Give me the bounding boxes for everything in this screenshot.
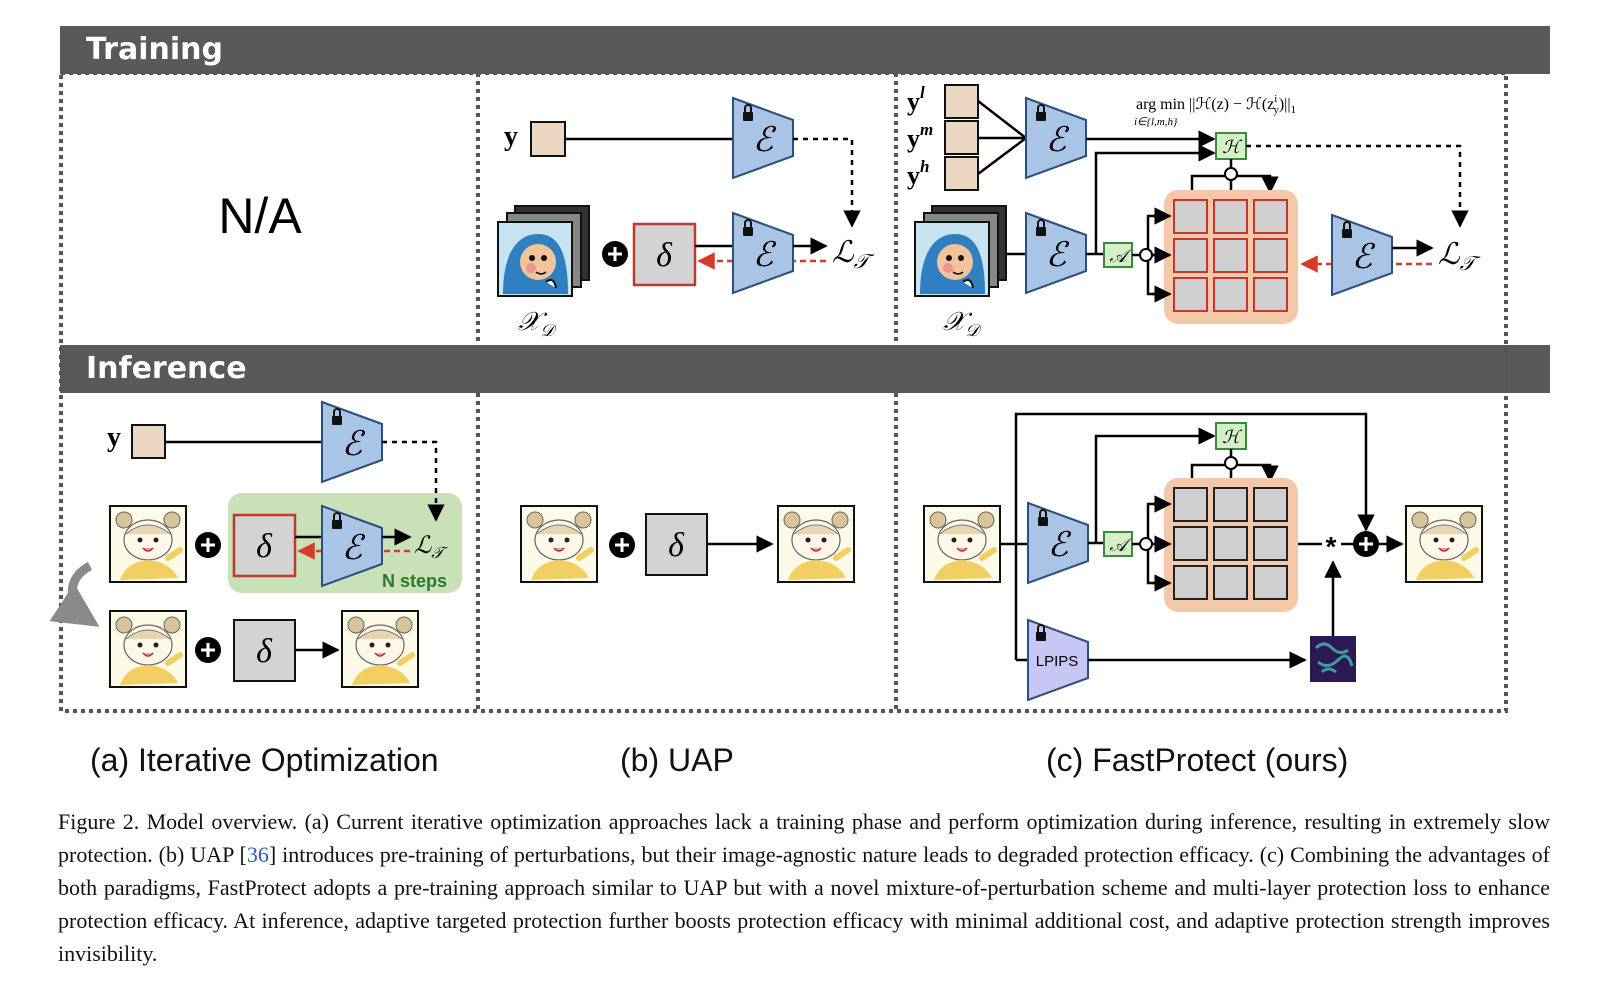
loss-symbol: ℒ𝒯 bbox=[1438, 238, 1482, 275]
hyper-symbol: ℋ bbox=[1222, 137, 1243, 157]
label-y: y bbox=[107, 422, 121, 453]
encoder-symbol: ℰ bbox=[753, 122, 777, 159]
delta-box bbox=[233, 619, 296, 682]
input-image bbox=[521, 506, 597, 582]
n-steps-label: N steps bbox=[382, 571, 447, 591]
delta-symbol: δ bbox=[256, 528, 273, 565]
hyper-symbol: ℋ bbox=[1222, 427, 1243, 447]
argmin-subscript: i∈{l,m,h} bbox=[1134, 116, 1178, 128]
delta-box bbox=[645, 513, 708, 576]
model-overview-diagram: N/A y ℰ 𝒳𝒟 δ ℰ ℒ𝒯 yl ym yh ℰ bbox=[49, 71, 1508, 713]
input-image bbox=[110, 611, 186, 687]
fastprotect-inference: ℰ ℋ 𝒜 * LPIPS bbox=[924, 412, 1482, 702]
protected-image bbox=[1406, 506, 1482, 582]
delta-symbol: δ bbox=[668, 527, 685, 564]
delta-symbol: δ bbox=[656, 237, 673, 274]
iterative-inference: y ℰ δ ℰ ℒ𝒯 N steps δ bbox=[49, 401, 462, 687]
adapter-symbol: 𝒜 bbox=[1109, 535, 1131, 555]
input-image bbox=[110, 506, 186, 582]
uap-inference: δ bbox=[521, 506, 854, 582]
label-y-h: yh bbox=[907, 157, 929, 190]
caption-part1: Figure 2. Model overview. (a) Current it… bbox=[58, 809, 1550, 867]
multiply-symbol: * bbox=[1326, 531, 1337, 562]
encoder-symbol: ℰ bbox=[1046, 237, 1070, 274]
training-image-stack bbox=[497, 221, 573, 297]
text-label-box bbox=[530, 121, 566, 157]
delta-box bbox=[632, 222, 697, 287]
adapter-symbol: 𝒜 bbox=[1109, 246, 1131, 266]
delta-box bbox=[232, 513, 297, 578]
hyper-box bbox=[1215, 132, 1247, 160]
inference-header: Inference bbox=[60, 345, 1550, 393]
caption-part2: ] introduces pre-training of perturbatio… bbox=[58, 842, 1550, 966]
encoder-symbol: ℰ bbox=[1352, 239, 1376, 276]
training-image-stack bbox=[914, 221, 990, 297]
lpips-label: LPIPS bbox=[1036, 653, 1079, 670]
repeat-arrow bbox=[49, 561, 100, 627]
loss-symbol: ℒ𝒯 bbox=[832, 236, 876, 273]
protected-image bbox=[342, 611, 418, 687]
encoder-symbol: ℰ bbox=[342, 426, 366, 463]
subfigure-label-c: (c) FastProtect (ours) bbox=[1046, 742, 1349, 778]
training-header: Training bbox=[60, 26, 1550, 74]
uap-training: y ℰ 𝒳𝒟 δ ℰ ℒ𝒯 bbox=[497, 97, 876, 340]
citation-link[interactable]: 36 bbox=[246, 842, 269, 867]
encoder-symbol: ℰ bbox=[342, 530, 366, 567]
label-y: y bbox=[504, 121, 518, 152]
dataset-symbol: 𝒳𝒟 bbox=[943, 307, 982, 340]
subfigure-label-a: (a) Iterative Optimization bbox=[90, 742, 439, 778]
label-y-m: ym bbox=[907, 120, 933, 153]
subfigure-label-b: (b) UAP bbox=[620, 742, 734, 778]
protected-image bbox=[778, 506, 854, 582]
dataset-symbol: 𝒳𝒟 bbox=[518, 307, 557, 340]
encoder-symbol: ℰ bbox=[1048, 527, 1072, 564]
na-text: N/A bbox=[218, 188, 302, 244]
input-image bbox=[924, 506, 1000, 582]
label-y-l: yl bbox=[907, 83, 925, 116]
encoder-symbol: ℰ bbox=[1046, 122, 1070, 159]
encoder-symbol: ℰ bbox=[753, 237, 777, 274]
adapter-box bbox=[1103, 531, 1133, 557]
figure-caption: Figure 2. Model overview. (a) Current it… bbox=[58, 805, 1550, 970]
delta-symbol: δ bbox=[256, 633, 273, 670]
